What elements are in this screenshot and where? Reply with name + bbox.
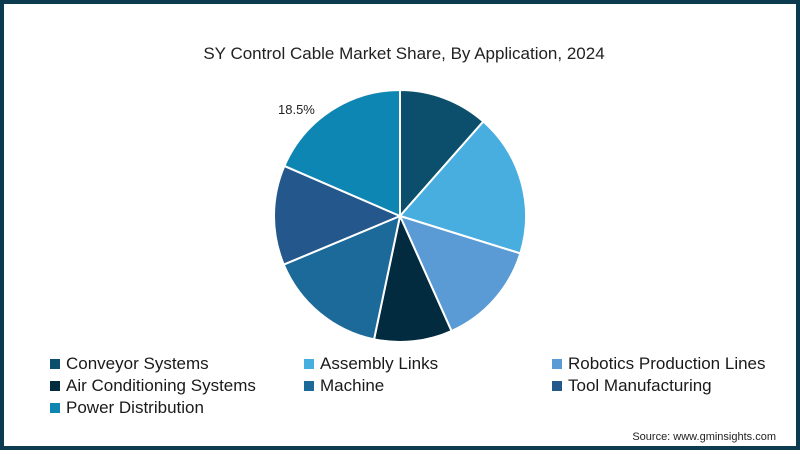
legend-swatch — [304, 381, 314, 391]
pie-slice-tool-manufacturing — [273, 164, 403, 266]
legend-item: Conveyor Systems — [50, 354, 209, 374]
pie-slice-robotics-production-lines — [398, 214, 522, 333]
legend-item: Machine — [304, 376, 384, 396]
legend-swatch — [304, 359, 314, 369]
legend-swatch — [552, 381, 562, 391]
legend-item: Assembly Links — [304, 354, 438, 374]
legend-label: Robotics Production Lines — [568, 354, 766, 373]
legend-item: Tool Manufacturing — [552, 376, 712, 396]
source-note: Source: www.gminsights.com — [632, 431, 776, 443]
legend-label: Assembly Links — [320, 354, 439, 373]
legend-label: Power Distribution — [66, 398, 204, 417]
pie-slice-machine — [282, 214, 402, 341]
legend-swatch — [50, 403, 60, 413]
pie-slice-conveyor-systems — [399, 88, 485, 219]
legend-swatch — [552, 359, 562, 369]
chart-title: SY Control Cable Market Share, By Applic… — [203, 44, 605, 63]
pie-slice-power-distribution — [283, 88, 401, 218]
legend-swatch — [50, 359, 60, 369]
legend-label: Conveyor Systems — [66, 354, 209, 373]
legend-label: Tool Manufacturing — [568, 376, 712, 395]
pie-chart: 18.5% — [273, 88, 527, 343]
legend-label: Air Conditioning Systems — [66, 376, 256, 395]
legend-swatch — [50, 381, 60, 391]
data-label: 18.5% — [278, 102, 315, 117]
legend-item: Air Conditioning Systems — [50, 376, 256, 396]
legend-item: Power Distribution — [50, 398, 204, 418]
legend-item: Robotics Production Lines — [552, 354, 766, 374]
legend-label: Machine — [320, 376, 385, 395]
pie-slice-assembly-links — [398, 120, 527, 255]
